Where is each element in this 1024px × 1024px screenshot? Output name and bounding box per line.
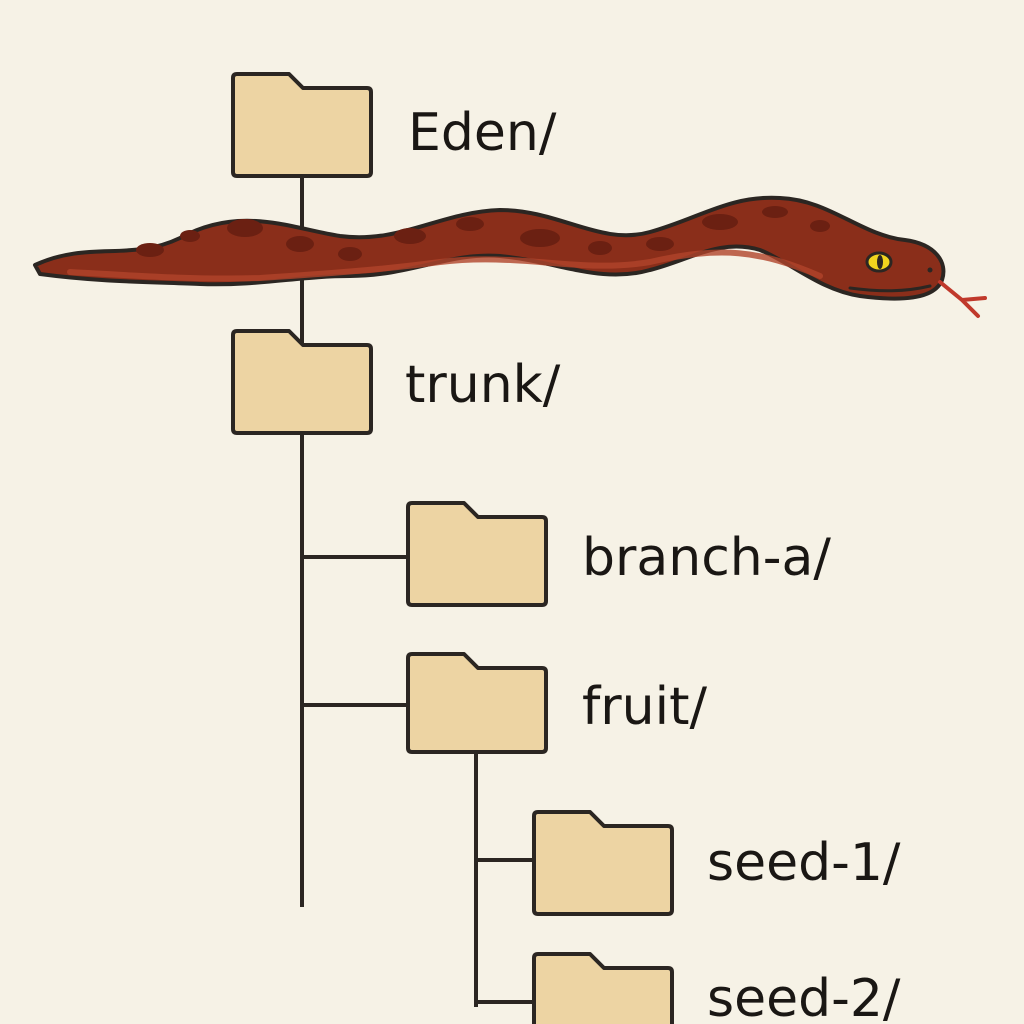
tree-node-seed-2[interactable]: seed-2/ xyxy=(532,952,901,1024)
folder-icon[interactable] xyxy=(406,501,548,607)
tree-node-trunk[interactable]: trunk/ xyxy=(231,329,561,435)
folder-label-trunk: trunk/ xyxy=(405,355,561,415)
tree-node-seed-1[interactable]: seed-1/ xyxy=(532,810,901,916)
folder-icon[interactable] xyxy=(231,329,373,435)
folder-icon[interactable] xyxy=(532,810,674,916)
folder-label-seed-1: seed-1/ xyxy=(707,833,901,893)
tree-node-fruit[interactable]: fruit/ xyxy=(406,652,707,754)
tree-node-branch-a[interactable]: branch-a/ xyxy=(406,501,831,607)
folder-label-branch-a: branch-a/ xyxy=(582,528,831,588)
snake-icon xyxy=(33,195,987,318)
folder-label-fruit: fruit/ xyxy=(582,677,707,737)
folder-icon[interactable] xyxy=(532,952,674,1024)
folder-icon[interactable] xyxy=(406,652,548,754)
tree-connectors xyxy=(300,173,536,1007)
tree-node-eden[interactable]: Eden/ xyxy=(231,72,557,178)
folder-icon[interactable] xyxy=(231,72,373,178)
folder-label-eden: Eden/ xyxy=(408,103,557,163)
folder-label-seed-2: seed-2/ xyxy=(707,969,901,1024)
